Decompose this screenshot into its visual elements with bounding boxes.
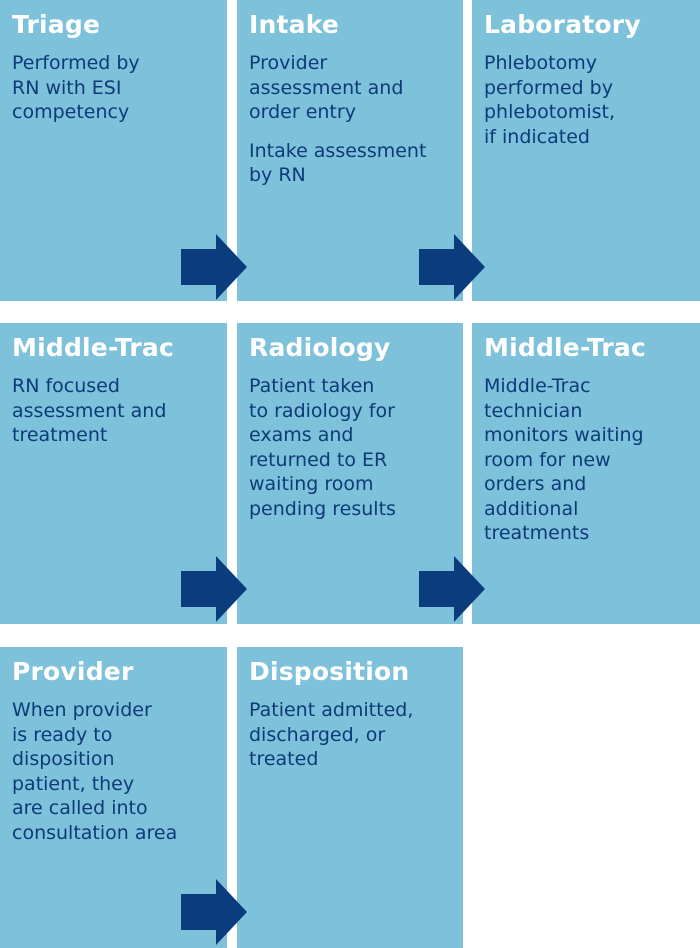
right-arrow-icon [181, 556, 247, 622]
step-description: RN focused assessment and treatment [12, 375, 167, 446]
step-title: Intake [249, 10, 340, 39]
step-title: Middle-Trac [484, 333, 646, 362]
right-arrow-icon [181, 879, 247, 945]
step-title: Radiology [249, 333, 391, 362]
step-box-disposition: Disposition Patient admitted, discharged… [237, 647, 463, 948]
right-arrow-icon [419, 234, 485, 300]
step-box-triage: Triage Performed by RN with ESI competen… [0, 0, 227, 301]
step-description-secondary: Intake assessment by RN [249, 139, 427, 187]
right-arrow-icon [181, 234, 247, 300]
step-title: Provider [12, 657, 134, 686]
step-description: Middle-Trac technician monitors waiting … [484, 375, 644, 544]
step-box-middle-trac-technician: Middle-Trac Middle-Trac technician monit… [472, 323, 700, 624]
step-description: Patient taken to radiology for exams and… [249, 375, 396, 520]
step-title: Disposition [249, 657, 410, 686]
step-title: Middle-Trac [12, 333, 174, 362]
step-box-laboratory: Laboratory Phlebotomy performed by phleb… [472, 0, 700, 301]
step-description: When provider is ready to disposition pa… [12, 699, 178, 844]
step-description: Phlebotomy performed by phlebotomist, if… [484, 52, 616, 148]
right-arrow-icon [419, 556, 485, 622]
step-description: Provider assessment and order entry [249, 52, 404, 123]
step-box-middle-trac-rn: Middle-Trac RN focused assessment and tr… [0, 323, 227, 624]
step-title: Triage [12, 10, 101, 39]
step-description: Performed by RN with ESI competency [12, 52, 140, 123]
step-title: Laboratory [484, 10, 641, 39]
step-description: Patient admitted, discharged, or treated [249, 699, 414, 770]
